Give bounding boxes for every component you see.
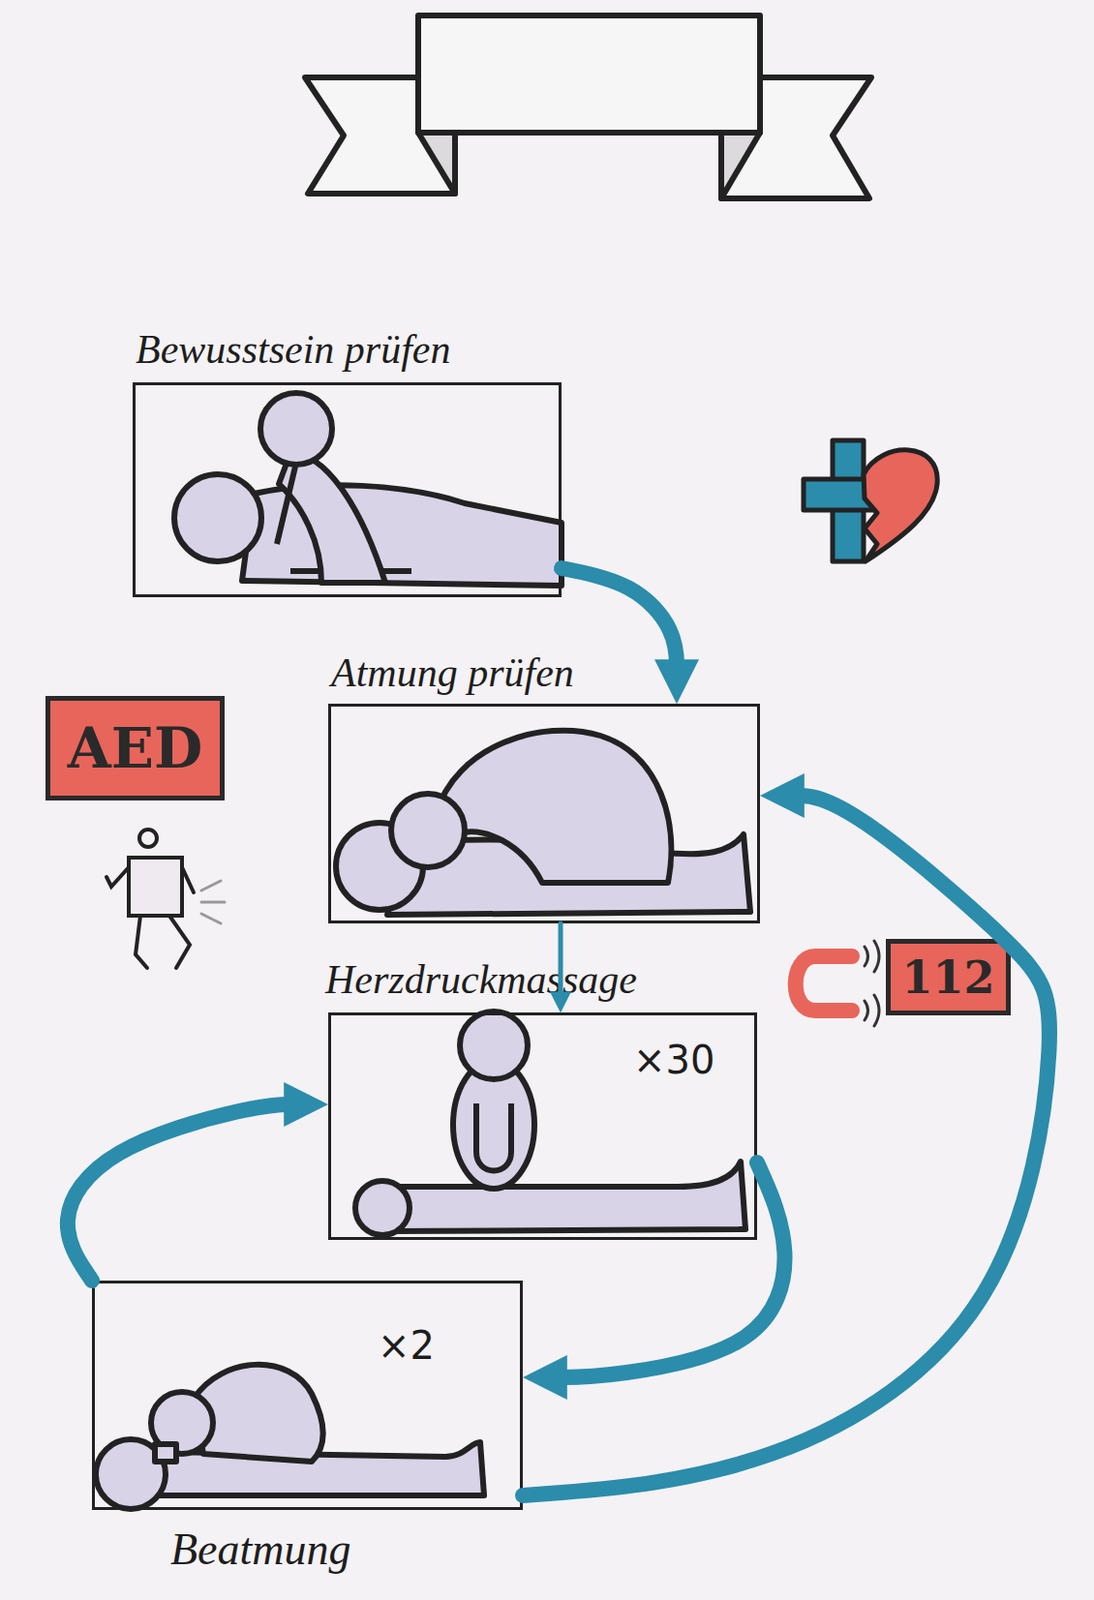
mouth-contact [154,1444,177,1462]
half-heart [863,450,938,562]
scene-consciousness [174,393,562,586]
helper-head [459,1011,528,1080]
step-box: Atmung prüfen [328,703,760,924]
shock-lines [201,881,225,924]
scene-ventilation [95,1365,485,1510]
banner-fold [721,132,760,199]
figure-limbs [106,867,194,969]
flow-arrow [67,1104,298,1281]
patient-head [174,474,262,562]
banner-band [418,15,760,133]
phone-symbol [795,941,880,1027]
scene-breathing [335,730,751,915]
helper-arms [476,1103,512,1172]
helper-body [435,730,671,883]
step-heading: Herzdruckmassage [325,957,638,1003]
step-box: Herzdruckmassage×30 [328,1012,758,1241]
patient-head [355,1181,410,1236]
figure-head [139,829,157,848]
scene-compressions [355,1011,746,1236]
shock-figure [106,829,225,969]
step-box: Beatmung×2 [91,1280,523,1511]
flow-arrow [522,795,1050,1496]
step-heading: Atmung prüfen [331,650,575,696]
phone-handset [795,956,852,1011]
sound-waves [864,941,880,1027]
repeat-count: ×30 [633,1038,715,1082]
flow-arrow [558,923,564,999]
phone-number: 112 [885,939,1011,1016]
banner-fold [418,132,456,194]
helper-head [391,793,465,868]
flow-arrow [561,568,677,673]
step-heading: Beatmung [170,1525,352,1576]
first-aid-heart [803,440,938,562]
helper-arm [276,466,296,545]
device-label: AED [45,696,225,801]
step-box: Bewusstsein prüfen [132,382,562,598]
title-banner [304,15,872,199]
flow-arrow [553,1162,786,1378]
figure-body [128,857,183,916]
helper-head [260,393,333,465]
repeat-count: ×2 [377,1324,435,1368]
patient-body [387,1161,746,1232]
step-heading: Bewusstsein prüfen [135,327,451,372]
